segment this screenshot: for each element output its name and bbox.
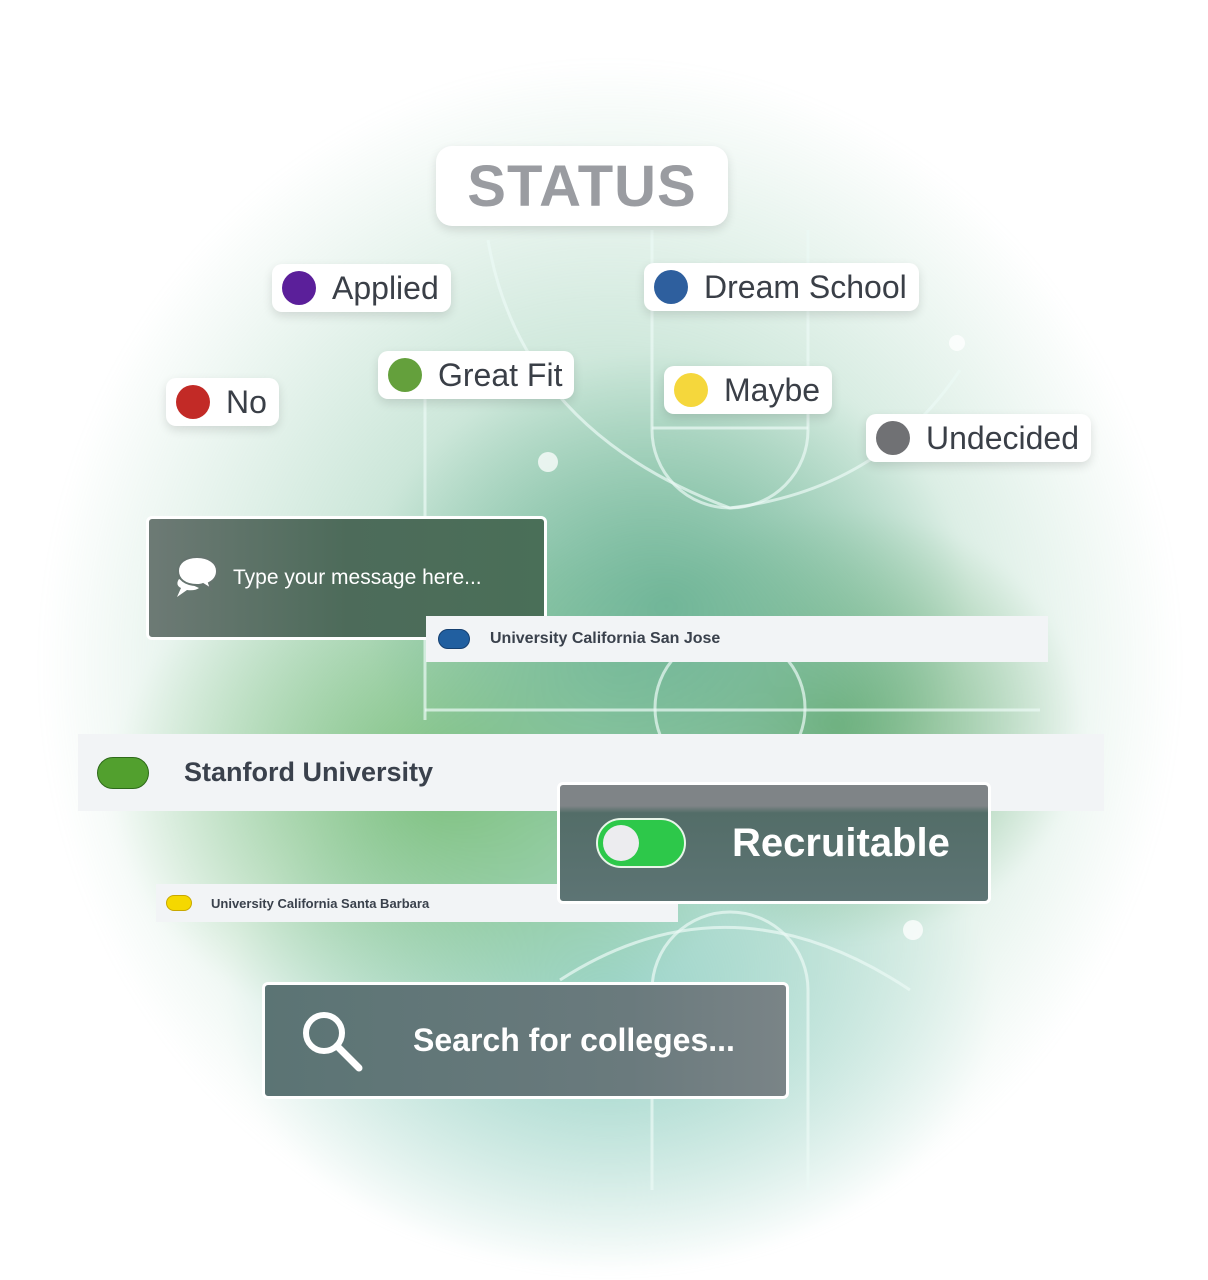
status-chip-label: Great Fit xyxy=(438,356,563,393)
status-pill-icon xyxy=(166,895,192,911)
status-chip-label: Applied xyxy=(332,269,439,306)
status-chip-label: Undecided xyxy=(926,419,1079,456)
red-dot-icon xyxy=(176,385,210,419)
status-chip-label: Dream School xyxy=(704,268,907,305)
blue-dot-icon xyxy=(654,270,688,304)
search-icon xyxy=(303,1011,363,1071)
college-name: University California Santa Barbara xyxy=(211,895,430,911)
college-name: Stanford University xyxy=(184,757,434,787)
recruitable-toggle-card: Recruitable xyxy=(557,782,991,904)
status-pill-icon xyxy=(438,629,470,649)
recruitable-toggle[interactable] xyxy=(596,818,686,868)
status-pill-icon xyxy=(97,756,149,789)
status-chip-undecided[interactable]: Undecided xyxy=(866,414,1091,462)
yellow-dot-icon xyxy=(674,373,708,407)
status-chip-maybe[interactable]: Maybe xyxy=(664,366,833,414)
status-chip-label: No xyxy=(226,383,267,420)
college-row-ucsj[interactable]: University California San Jose xyxy=(426,616,1048,662)
status-chip-no[interactable]: No xyxy=(166,378,279,426)
status-chip-great-fit[interactable]: Great Fit xyxy=(378,351,575,399)
green-dot-icon xyxy=(388,358,422,392)
status-chip-dream-school[interactable]: Dream School xyxy=(644,263,919,311)
status-title: STATUS xyxy=(467,153,697,219)
message-placeholder: Type your message here... xyxy=(233,566,482,589)
purple-dot-icon xyxy=(282,271,316,305)
college-name: University California San Jose xyxy=(490,630,721,647)
status-chip-label: Maybe xyxy=(724,371,821,408)
search-placeholder: Search for colleges... xyxy=(413,1022,735,1058)
recruitable-label: Recruitable xyxy=(732,820,950,865)
toggle-knob xyxy=(603,825,639,861)
search-input[interactable]: Search for colleges... xyxy=(262,982,789,1099)
status-title-card: STATUS xyxy=(436,146,728,226)
gray-dot-icon xyxy=(876,421,910,455)
chat-bubbles-icon xyxy=(176,555,219,597)
status-chip-applied[interactable]: Applied xyxy=(272,264,451,312)
